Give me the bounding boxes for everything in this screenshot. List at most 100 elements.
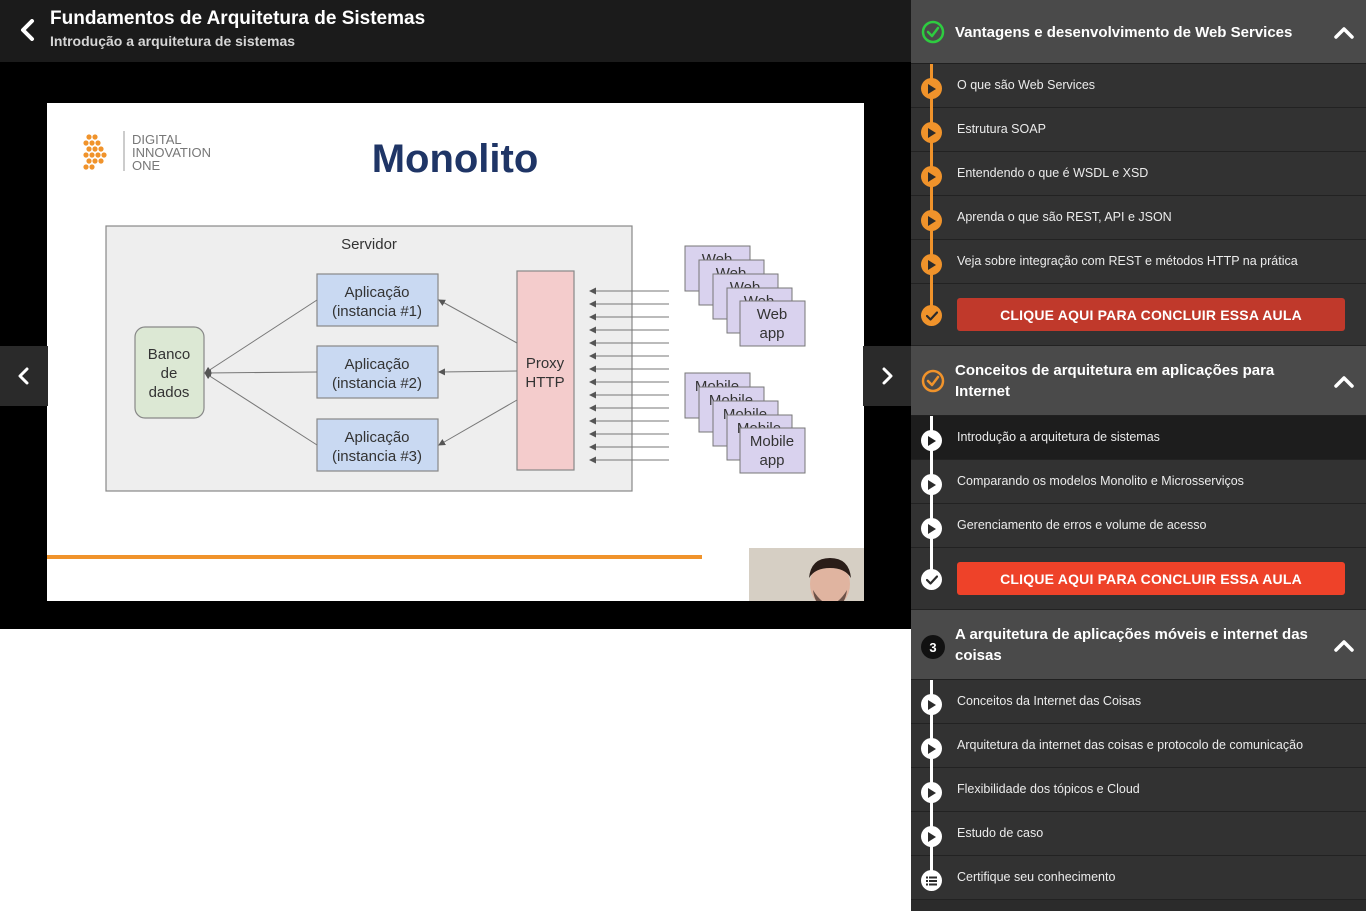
lesson-label: Arquitetura da internet das coisas e pro… (957, 738, 1304, 752)
mobile-app-stack: Mobile Mobile Mobile Mobile Mobile app (684, 372, 806, 474)
lesson-label: Veja sobre integração com REST e métodos… (957, 254, 1298, 268)
lesson-item[interactable]: Estudo de caso (911, 812, 1366, 856)
module-2-title: Conceitos de arquitetura em aplicações p… (955, 362, 1275, 400)
app-instance-2-line-1: Aplicação (344, 356, 409, 373)
play-icon (921, 474, 942, 495)
module-number-badge: 3 (921, 635, 945, 659)
proxy-label-1: Proxy (526, 355, 565, 372)
module-2-header[interactable]: Conceitos de arquitetura em aplicações p… (911, 346, 1366, 416)
app-instance-2-box (316, 345, 439, 399)
module-3-header[interactable]: 3 A arquitetura de aplicações móveis e i… (911, 610, 1366, 680)
lesson-item[interactable]: Gerenciamento de erros e volume de acess… (911, 504, 1366, 548)
request-arrows (589, 287, 669, 464)
module-1-header[interactable]: Vantagens e desenvolvimento de Web Servi… (911, 0, 1366, 64)
lesson-item[interactable]: Conceitos da Internet das Coisas (911, 680, 1366, 724)
check-circle-icon (921, 369, 945, 393)
lesson-item[interactable]: Aprenda o que são REST, API e JSON (911, 196, 1366, 240)
lesson-item[interactable]: Arquitetura da internet das coisas e pro… (911, 724, 1366, 768)
lesson-label: Conceitos da Internet das Coisas (957, 694, 1142, 708)
lesson-label: Entendendo o que é WSDL e XSD (957, 166, 1149, 180)
play-icon (921, 122, 942, 143)
chevron-right-icon (882, 367, 893, 385)
slide-footer-bar (47, 555, 702, 559)
lesson-item[interactable]: Veja sobre integração com REST e métodos… (911, 240, 1366, 284)
logo-line-3: ONE (132, 158, 161, 173)
play-icon (921, 738, 942, 759)
next-lesson-button[interactable] (863, 346, 911, 406)
web-front-line-2: app (759, 325, 784, 342)
play-icon (921, 210, 942, 231)
previous-lesson-button[interactable] (0, 346, 48, 406)
lesson-label: O que são Web Services (957, 78, 1096, 92)
app-instance-3-line-1: Aplicação (344, 429, 409, 446)
lesson-item[interactable]: Certifique seu conhecimento (911, 856, 1366, 900)
lesson-label: Aprenda o que são REST, API e JSON (957, 210, 1172, 224)
app-instance-1-line-1: Aplicação (344, 284, 409, 301)
lesson-label: Flexibilidade dos tópicos e Cloud (957, 782, 1140, 796)
slide-title: Monolito (372, 137, 539, 181)
proxy-box (516, 270, 575, 471)
play-icon (921, 78, 942, 99)
quiz-list-icon (921, 870, 942, 891)
lesson-item[interactable]: Entendendo o que é WSDL e XSD (911, 152, 1366, 196)
web-app-stack: Web Web Web Web Web app (684, 245, 806, 347)
dio-logo: DIGITAL INNOVATION ONE (83, 131, 211, 173)
module-2-complete-row: CLIQUE AQUI PARA CONCLUIR ESSA AULA (911, 548, 1366, 610)
complete-lesson-button[interactable]: CLIQUE AQUI PARA CONCLUIR ESSA AULA (957, 562, 1345, 595)
module-1-title: Vantagens e desenvolvimento de Web Servi… (955, 24, 1293, 41)
database-label-3: dados (149, 384, 190, 401)
lesson-label: Estrutura SOAP (957, 122, 1046, 136)
web-front-line-1: Web (757, 306, 788, 323)
lesson-label: Introdução a arquitetura de sistemas (957, 430, 1160, 444)
lesson-item[interactable]: Estrutura SOAP (911, 108, 1366, 152)
check-icon (921, 305, 942, 326)
webcam-overlay (749, 548, 864, 601)
video-player[interactable]: DIGITAL INNOVATION ONE Monolito Servidor… (0, 62, 911, 629)
lesson-item[interactable]: Comparando os modelos Monolito e Micross… (911, 460, 1366, 504)
chevron-up-icon[interactable] (1332, 634, 1356, 658)
app-instance-1-box (316, 273, 439, 327)
lesson-subtitle: Introdução a arquitetura de sistemas (50, 33, 296, 49)
app-instance-3-line-2: (instancia #3) (332, 448, 422, 465)
lesson-label: Gerenciamento de erros e volume de acess… (957, 518, 1207, 532)
lesson-label: Certifique seu conhecimento (957, 870, 1116, 884)
database-label-2: de (161, 365, 178, 382)
app-instance-1-line-2: (instancia #1) (332, 303, 422, 320)
slide: DIGITAL INNOVATION ONE Monolito Servidor… (47, 103, 864, 601)
logo-line-2: INNOVATION (132, 145, 211, 160)
lesson-item-active[interactable]: Introdução a arquitetura de sistemas (911, 416, 1366, 460)
check-icon (921, 569, 942, 590)
play-icon (921, 826, 942, 847)
database-box (134, 326, 205, 419)
chevron-up-icon[interactable] (1332, 21, 1356, 45)
module-1-complete-row: CLIQUE AQUI PARA CONCLUIR ESSA AULA (911, 284, 1366, 346)
play-icon (921, 518, 942, 539)
database-label-1: Banco (148, 346, 191, 363)
play-icon (921, 694, 942, 715)
check-circle-icon (921, 20, 945, 44)
player-header: Fundamentos de Arquitetura de Sistemas I… (0, 0, 911, 62)
mobile-front-line-1: Mobile (750, 433, 794, 450)
back-button[interactable] (14, 16, 42, 44)
chevron-up-icon[interactable] (1332, 370, 1356, 394)
lesson-item[interactable]: Flexibilidade dos tópicos e Cloud (911, 768, 1366, 812)
lesson-label: Estudo de caso (957, 826, 1044, 840)
module-3-title: A arquitetura de aplicações móveis e int… (955, 626, 1308, 664)
play-icon (921, 254, 942, 275)
proxy-label-2: HTTP (525, 374, 564, 391)
play-icon (921, 430, 942, 451)
diagram-connectors (204, 299, 518, 446)
course-sidebar: Vantagens e desenvolvimento de Web Servi… (911, 0, 1366, 911)
play-icon (921, 166, 942, 187)
slide-diagram: DIGITAL INNOVATION ONE Monolito Servidor… (47, 131, 806, 559)
lesson-label: Comparando os modelos Monolito e Micross… (957, 474, 1244, 488)
complete-lesson-button[interactable]: CLIQUE AQUI PARA CONCLUIR ESSA AULA (957, 298, 1345, 331)
app-instance-2-line-2: (instancia #2) (332, 375, 422, 392)
mobile-front-line-2: app (759, 452, 784, 469)
chevron-left-icon (18, 367, 29, 385)
lesson-item[interactable]: O que são Web Services (911, 64, 1366, 108)
app-instance-3-box (316, 418, 439, 472)
chevron-left-icon (21, 19, 34, 41)
play-icon (921, 782, 942, 803)
